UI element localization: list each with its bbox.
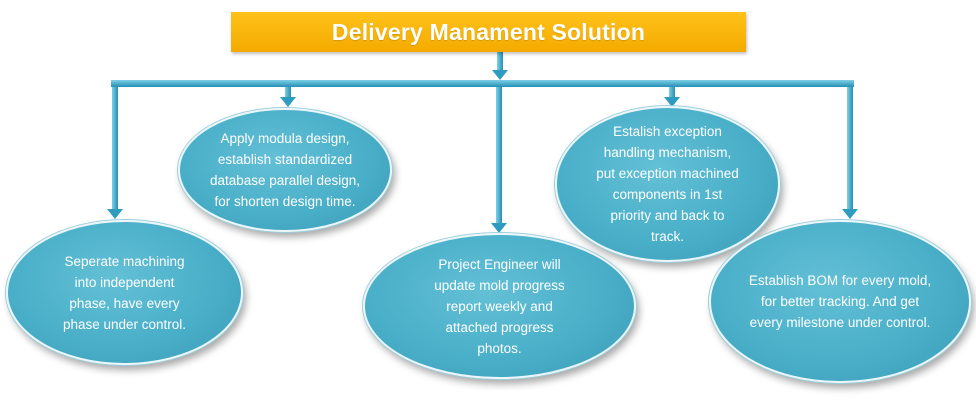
arrow-bom: [842, 209, 858, 219]
diagram-title: Delivery Manament Solution: [331, 18, 646, 45]
node-bom: Establish BOM for every mold, for better…: [709, 220, 971, 383]
title-stem-arrow: [492, 70, 508, 80]
drop-project: [496, 87, 502, 225]
arrow-modula: [280, 97, 296, 107]
drop-exception: [669, 87, 675, 99]
title-banner: Delivery Manament Solution: [231, 12, 746, 52]
node-bom-text: Establish BOM for every mold, for better…: [748, 273, 932, 330]
node-project-engineer: Project Engineer will update mold progre…: [363, 233, 636, 379]
arrow-separate: [107, 209, 123, 219]
drop-separate: [112, 87, 118, 211]
node-separate-machining: Seperate machining into independent phas…: [6, 220, 243, 365]
node-exception-text: Estalish exception handling mechanism, p…: [596, 124, 739, 244]
drop-bom: [847, 87, 853, 211]
node-project-text: Project Engineer will update mold progre…: [434, 256, 565, 356]
node-modula-text: Apply modula design, establish standardi…: [209, 131, 361, 209]
drop-modula: [285, 87, 291, 99]
node-modula-design: Apply modula design, establish standardi…: [178, 108, 392, 232]
node-separate-text: Seperate machining into independent phas…: [62, 253, 187, 332]
node-exception-handling: Estalish exception handling mechanism, p…: [555, 106, 780, 262]
arrow-project: [491, 223, 507, 233]
arrow-exception: [664, 97, 680, 107]
title-stem: [497, 52, 503, 72]
bus-line: [111, 80, 854, 87]
